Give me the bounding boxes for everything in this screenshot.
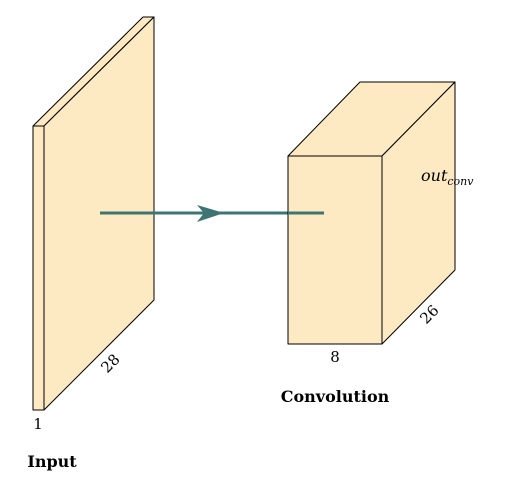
output-label: outconv (421, 166, 474, 188)
input-block (32, 16, 155, 411)
output-label-main: out (421, 166, 448, 185)
conv-front-label: 8 (330, 348, 340, 366)
arrow-head-icon (197, 205, 224, 222)
input-depth-label: 1 (33, 415, 43, 433)
conv-block (287, 81, 456, 345)
input-side-label: 28 (97, 350, 123, 376)
input-caption: Input (27, 452, 77, 471)
output-label-subscript: conv (447, 175, 474, 188)
input-front-face (32, 125, 45, 411)
conv-front-face (287, 155, 383, 345)
conv-caption: Convolution (281, 387, 390, 406)
flow-arrow (100, 205, 324, 222)
